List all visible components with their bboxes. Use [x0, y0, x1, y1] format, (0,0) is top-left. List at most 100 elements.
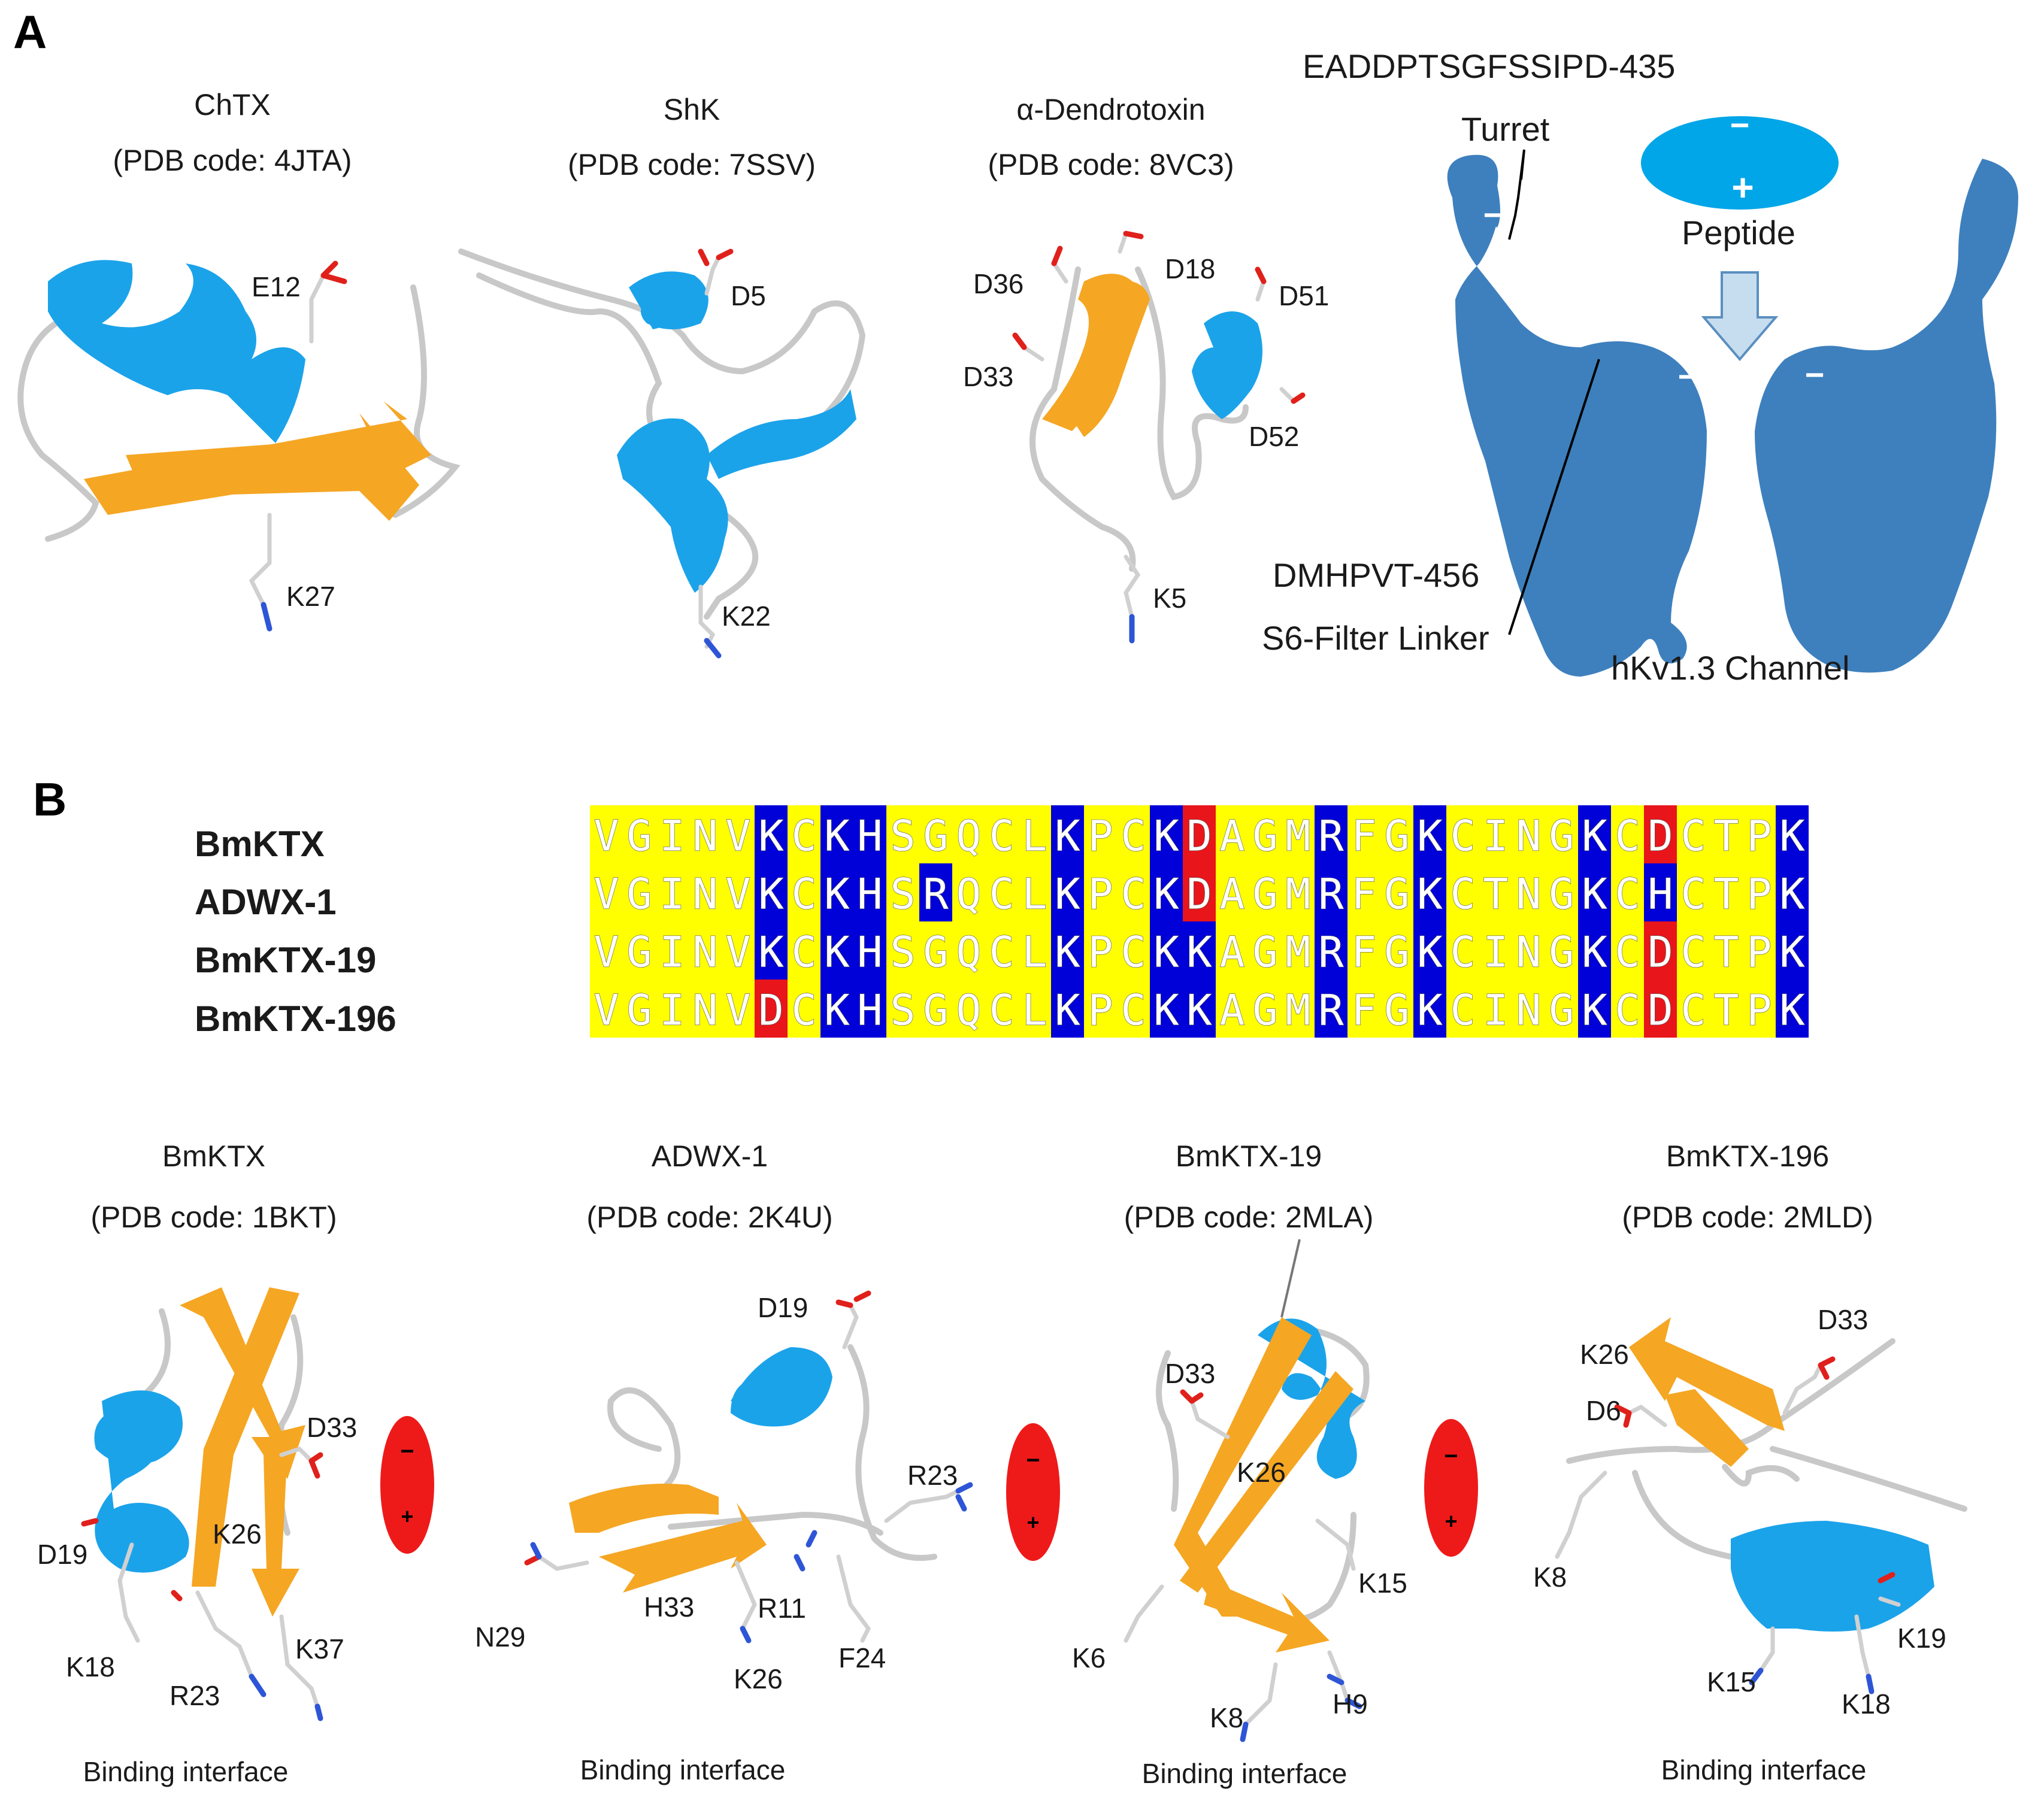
alignment-residue: K: [1417, 870, 1442, 919]
alignment-cell-highlight: [820, 921, 853, 980]
alignment-cell-highlight: [1315, 980, 1347, 1038]
alignment-residue: P: [1088, 928, 1113, 977]
alignment-residue: G: [1384, 986, 1409, 1035]
alignment-residue: G: [1549, 870, 1574, 919]
alignment-residue: V: [725, 812, 750, 861]
alignment-residue: I: [659, 928, 685, 977]
bmktx196-d6-stick: [1627, 1404, 1667, 1427]
alignment-residue: K: [824, 870, 849, 919]
channel-top-label: EADDPTSGFSSIPD-435: [1303, 47, 1675, 85]
alignment-cell-highlight: [1150, 980, 1183, 1038]
alignment-residue: G: [1252, 812, 1277, 861]
bmktx196-d33-stick: [1782, 1363, 1823, 1415]
dendrotoxin-structure: α-Dendrotoxin (PDB code: 8VC3) D36 D18 D…: [963, 93, 1329, 644]
dendrotoxin-coil: [1029, 266, 1136, 572]
alignment-cell-highlight: [755, 921, 788, 980]
alignment-cell-highlight: [1413, 980, 1446, 1038]
alignment-residue: K: [1582, 812, 1607, 861]
dendrotoxin-k5-stick: [1124, 554, 1141, 619]
alignment-residue: K: [824, 928, 849, 977]
alignment-cell-highlight: [1051, 805, 1084, 863]
alignment-residue: A: [1219, 928, 1244, 977]
bmktx196-k8-stick: [1555, 1470, 1607, 1559]
alignment-residue: Q: [956, 986, 981, 1035]
alignment-residue: L: [1022, 928, 1047, 977]
alignment-residue: M: [1285, 870, 1310, 919]
bmktx196-title: BmKTX-196: [1666, 1139, 1829, 1173]
bmktx196-res-k19: K19: [1897, 1623, 1946, 1654]
bmktx19-leader-line: [1280, 1239, 1301, 1318]
alignment-residue: C: [1121, 812, 1146, 861]
bmktx-structure: BmKTX (PDB code: 1BKT) D33 K26 D19 K37 K…: [37, 1139, 357, 1787]
linker-leader-line: [1508, 359, 1600, 635]
bmktx19-strand-3: [1204, 1581, 1330, 1653]
alignment-residue: G: [1549, 928, 1574, 977]
bmktx19-title: BmKTX-19: [1176, 1139, 1322, 1173]
adwx1-interface: Binding interface: [580, 1754, 786, 1785]
alignment-residue: Q: [956, 870, 981, 919]
linker-label: S6-Filter Linker: [1262, 619, 1489, 657]
bmktx-pdb: (PDB code: 1BKT): [90, 1200, 337, 1234]
alignment-residue: V: [593, 928, 619, 977]
alignment-cell-highlight: [853, 805, 886, 863]
bmktx-oxygen-tips: [81, 1518, 183, 1602]
alignment-residue: T: [1483, 870, 1508, 919]
chtx-pdb: (PDB code: 4JTA): [113, 144, 352, 177]
bmktx19-k8-stick: [1243, 1662, 1278, 1727]
turret-leader-line: [1508, 149, 1525, 240]
shk-coil: [458, 248, 866, 416]
peptide-ellipse: [1641, 116, 1839, 210]
alignment-residue: C: [1450, 812, 1475, 861]
bmktx196-res-d33: D33: [1818, 1304, 1868, 1335]
alignment-residue: R: [1318, 870, 1344, 919]
dendrotoxin-title: α-Dendrotoxin: [1016, 93, 1205, 126]
bmktx196-structure: BmKTX-196 (PDB code: 2MLD) K26 D33 D6 K8…: [1533, 1139, 1967, 1785]
dipole-3-minus: −: [1444, 1443, 1458, 1469]
dipole-2-plus: +: [1026, 1510, 1039, 1535]
dendrotoxin-oxygen-side: [1012, 266, 1306, 404]
bmktx19-res-h9: H9: [1333, 1688, 1368, 1720]
alignment-residue: N: [692, 986, 717, 1035]
alignment-residue: C: [1615, 870, 1640, 919]
alignment-cell-highlight: [1644, 863, 1677, 921]
alignment-residue: G: [626, 812, 652, 861]
alignment-residue: G: [923, 812, 948, 861]
alignment-residue: G: [626, 928, 652, 977]
alignment-residue: R: [1318, 986, 1344, 1035]
adwx1-k26-stick: [734, 1560, 757, 1631]
seq-name-4: BmKTX-196: [195, 999, 396, 1039]
alignment-residue: C: [1121, 928, 1146, 977]
alignment-cell-highlight: [853, 863, 886, 921]
dendrotoxin-res-d52: D52: [1249, 421, 1299, 452]
adwx1-d19-stick: [842, 1303, 859, 1350]
alignment-residue: C: [989, 986, 1014, 1035]
shk-structure: ShK (PDB code: 7SSV) D5 K22: [458, 93, 866, 659]
pore-right-minus: −: [1805, 356, 1825, 393]
bmktx19-interface: Binding interface: [1142, 1758, 1347, 1789]
alignment-residue: F: [1351, 986, 1376, 1035]
shk-pdb: (PDB code: 7SSV): [568, 148, 816, 181]
alignment-residue: C: [1680, 870, 1706, 919]
alignment-residue: R: [1318, 928, 1344, 977]
bmktx196-d6-oxygen: [1614, 1404, 1632, 1428]
left-turret: [1447, 154, 1500, 228]
alignment-cell-highlight: [1578, 980, 1611, 1038]
alignment-residue: K: [1153, 986, 1179, 1035]
bmktx19-d33-stick: [1189, 1399, 1230, 1439]
dipole-3-ellipse: [1424, 1419, 1478, 1557]
alignment-residue: C: [1615, 928, 1640, 977]
alignment-residue: G: [1549, 986, 1574, 1035]
alignment-residue: C: [989, 928, 1014, 977]
alignment-residue: L: [1022, 870, 1047, 919]
alignment-residue: H: [857, 812, 882, 861]
alignment-residue: F: [1351, 928, 1376, 977]
shk-res-k22: K22: [722, 601, 771, 632]
seq-name-1: BmKTX: [195, 824, 325, 864]
adwx1-res-h33: H33: [644, 1591, 694, 1623]
dipole-1-plus: +: [401, 1504, 413, 1529]
alignment-residue: H: [857, 928, 882, 977]
bmktx196-k19-stick: [1878, 1596, 1901, 1607]
alignment-residue: F: [1351, 870, 1376, 919]
adwx1-res-n29: N29: [475, 1621, 525, 1653]
